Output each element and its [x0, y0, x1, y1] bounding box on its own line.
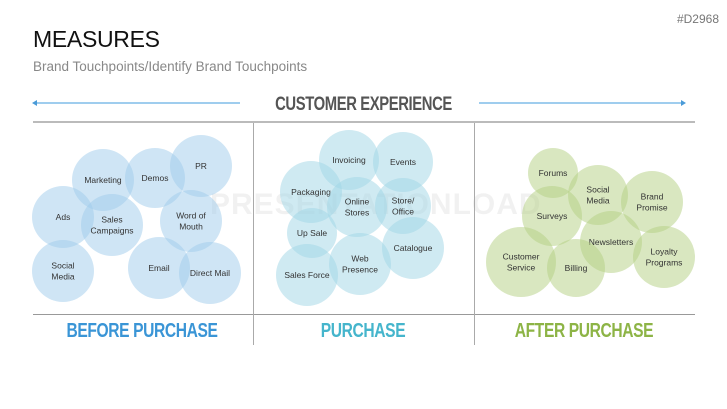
touchpoint-label: Media — [51, 272, 74, 282]
touchpoint-label: Office — [392, 207, 414, 217]
touchpoint-circle — [547, 239, 605, 297]
touchpoint-circle — [32, 240, 94, 302]
touchpoint-label: Events — [390, 157, 416, 167]
touchpoint-circle — [621, 171, 683, 233]
touchpoint-circle — [382, 217, 444, 279]
touchpoint-circle — [486, 227, 556, 297]
touchpoint-label: Web — [351, 254, 369, 264]
touchpoint-label: Sales Force — [284, 270, 330, 280]
touchpoint-circle — [568, 165, 628, 225]
left-arrow — [32, 100, 240, 106]
touchpoint-bubble: Email — [128, 237, 190, 299]
touchpoint-label: Programs — [646, 258, 683, 268]
touchpoint-circle — [633, 226, 695, 288]
touchpoint-label: Word of — [176, 211, 206, 221]
phase-label-before-purchase: BEFORE PURCHASE — [66, 320, 218, 342]
touchpoint-label: Forums — [539, 168, 568, 178]
touchpoint-label: Ads — [56, 212, 71, 222]
touchpoint-circle — [327, 177, 387, 237]
touchpoint-label: Social — [586, 185, 609, 195]
touchpoint-circle — [81, 194, 143, 256]
touchpoint-label: Surveys — [537, 211, 568, 221]
touchpoint-label: Online — [345, 197, 370, 207]
touchpoint-bubble: Forums — [528, 148, 578, 198]
touchpoint-label: Stores — [345, 208, 370, 218]
touchpoint-label: Billing — [565, 263, 588, 273]
touchpoint-label: Social — [51, 261, 74, 271]
touchpoint-circle — [179, 242, 241, 304]
touchpoint-circle — [160, 190, 222, 252]
column-divider — [474, 123, 475, 345]
touchpoint-label: Loyalty — [651, 247, 679, 257]
touchpoint-bubble: Events — [373, 132, 433, 192]
slide-code: #D2968 — [676, 12, 719, 26]
touchpoint-bubble: Direct Mail — [179, 242, 241, 304]
touchpoint-label: Campaigns — [91, 226, 134, 236]
phase-label-purchase: PURCHASE — [320, 320, 406, 342]
touchpoint-label: Presence — [342, 265, 378, 275]
touchpoint-bubble: PR — [170, 135, 232, 197]
touchpoint-circle — [125, 148, 185, 208]
phase-label-after-purchase: AFTER PURCHASE — [514, 320, 654, 342]
touchpoint-circle — [280, 161, 342, 223]
touchpoint-circle — [373, 132, 433, 192]
touchpoint-bubble: Billing — [547, 239, 605, 297]
touchpoint-bubble: Packaging — [280, 161, 342, 223]
touchpoint-label: Packaging — [291, 187, 331, 197]
touchpoint-label: Invoicing — [332, 155, 366, 165]
touchpoint-label: Service — [507, 263, 536, 273]
touchpoint-circle — [170, 135, 232, 197]
right-arrow — [479, 100, 686, 106]
touchpoint-bubble: Demos — [125, 148, 185, 208]
touchpoint-label: Sales — [101, 215, 122, 225]
touchpoint-label: Demos — [142, 173, 169, 183]
touchpoint-label: Media — [586, 196, 609, 206]
touchpoint-label: Email — [148, 263, 169, 273]
touchpoint-circle — [128, 237, 190, 299]
touchpoint-label: Store/ — [392, 196, 415, 206]
page-subtitle: Brand Touchpoints/Identify Brand Touchpo… — [33, 59, 308, 74]
touchpoint-label: Customer — [503, 252, 540, 262]
touchpoint-bubble: Ads — [32, 186, 94, 248]
customer-experience-heading: CUSTOMER EXPERIENCE — [275, 94, 452, 115]
touchpoint-label: Catalogue — [394, 243, 433, 253]
touchpoint-circle — [276, 244, 338, 306]
touchpoint-bubble: Catalogue — [382, 217, 444, 279]
bottom-divider — [33, 314, 695, 315]
touchpoint-label: Newsletters — [589, 237, 633, 247]
column-divider — [253, 123, 254, 345]
touchpoint-bubble: Sales Force — [276, 244, 338, 306]
page-title: MEASURES — [33, 26, 160, 52]
touchpoint-label: Brand — [641, 192, 664, 202]
touchpoint-label: Marketing — [84, 175, 122, 185]
touchpoint-circle — [528, 148, 578, 198]
touchpoint-label: Up Sale — [297, 228, 328, 238]
touchpoint-label: Mouth — [179, 222, 203, 232]
touchpoint-circle — [329, 233, 391, 295]
touchpoint-circle — [32, 186, 94, 248]
touchpoint-label: PR — [195, 161, 207, 171]
touchpoint-label: Direct Mail — [190, 268, 230, 278]
touchpoint-label: Promise — [636, 203, 667, 213]
top-divider — [33, 121, 695, 123]
